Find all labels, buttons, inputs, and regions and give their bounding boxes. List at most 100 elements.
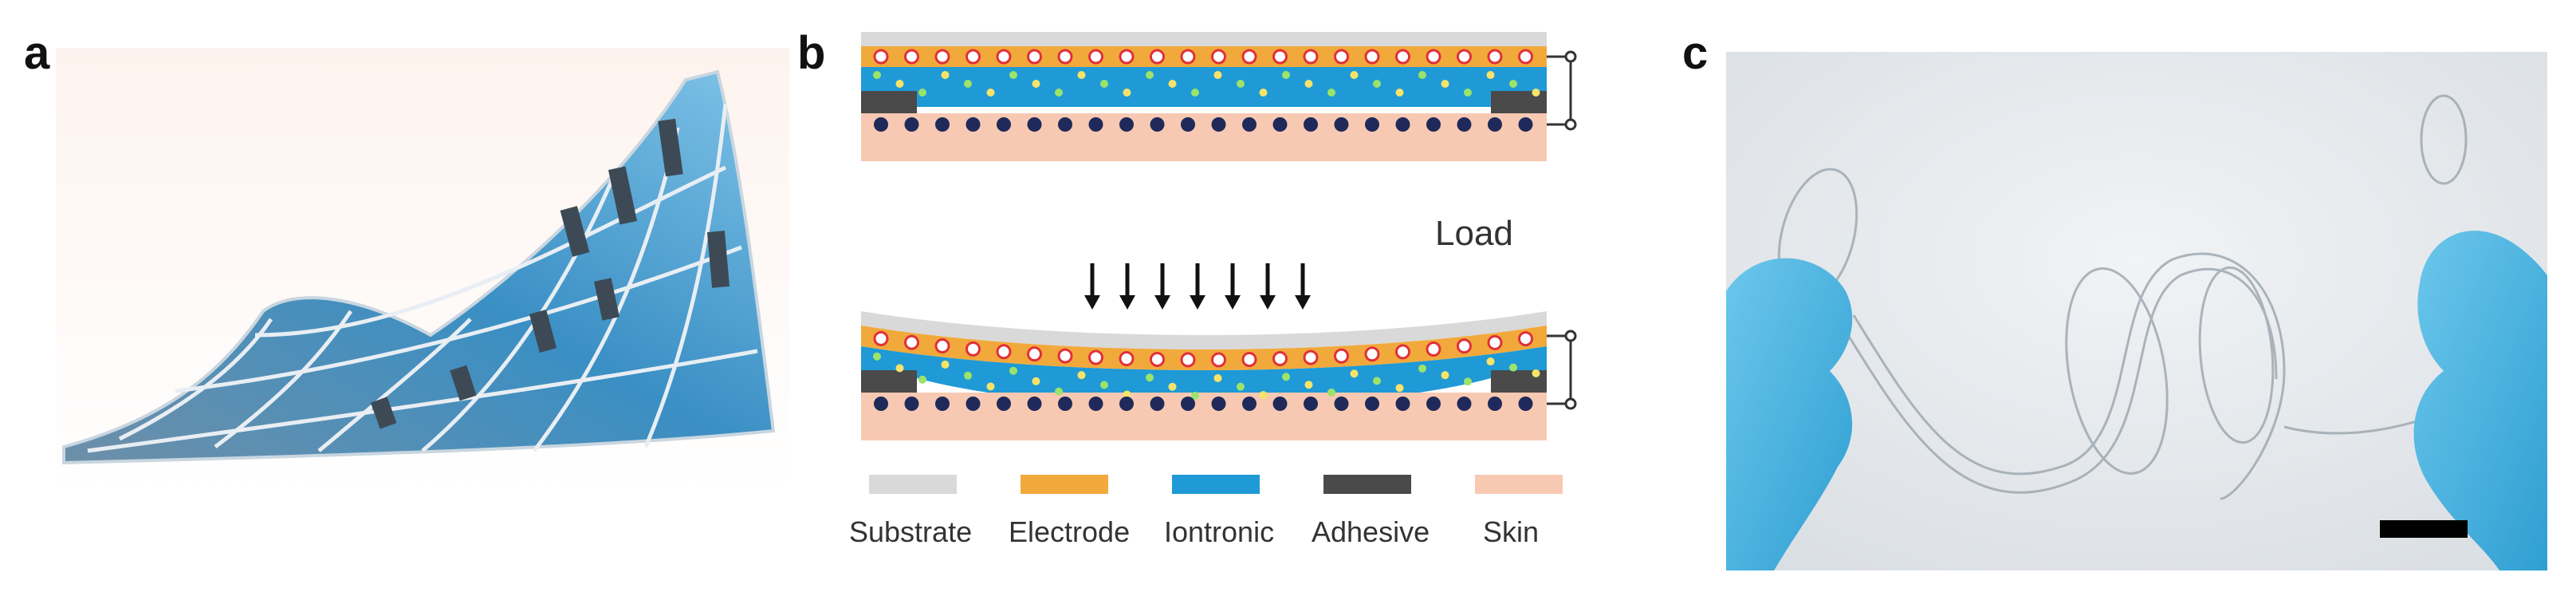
bottom-device-positive-ion [1180, 352, 1196, 368]
bottom-device-terminal-bottom [1564, 397, 1577, 410]
top-device-ion-particle [1441, 80, 1449, 88]
top-device-positive-ion [934, 49, 950, 65]
bottom-device-ion-particle [1509, 363, 1517, 372]
top-device-ion-particle [1418, 71, 1426, 79]
bottom-device-positive-ion [904, 334, 919, 350]
bottom-device-positive-ion [1211, 352, 1226, 368]
top-device-terminal-bottom [1564, 118, 1577, 131]
bottom-device-ion-particle [1077, 371, 1086, 380]
bottom-device-ion-particle [1032, 377, 1040, 385]
bottom-device-negative-ion [1334, 397, 1349, 411]
top-device-ion-particle [1055, 89, 1063, 97]
top-device-ion-particle [986, 89, 995, 97]
bottom-device-ion-particle [1100, 381, 1108, 389]
right-gloved-hand [2413, 231, 2547, 570]
bottom-device-positive-ion [1518, 331, 1533, 347]
bottom-device-negative-ion [935, 397, 950, 411]
top-device-ion-particle [1213, 71, 1222, 79]
sensor-cell-grid [87, 103, 758, 453]
bottom-device-ion-particle [1464, 377, 1472, 386]
bottom-device-negative-ion [874, 397, 888, 411]
left-gloved-hand [1726, 258, 1853, 570]
bottom-device-ion-particle [1009, 366, 1017, 375]
top-device-ion-particle [941, 71, 950, 79]
top-device-circuit-wire [1547, 55, 1572, 126]
bottom-device-skin-layer [861, 393, 1547, 440]
bottom-device-negative-ion [1150, 397, 1165, 411]
bottom-device-negative-ion [1027, 397, 1042, 411]
sensor-photo [1726, 52, 2547, 570]
bottom-device-positive-ion [1088, 349, 1103, 365]
legend-swatch-substrate [869, 475, 957, 494]
device-cross-section-diagram [861, 32, 1577, 494]
bottom-device-positive-ion [1303, 349, 1319, 365]
top-device-negative-ion [1088, 117, 1103, 132]
panel-label-c: c [1682, 27, 1709, 79]
bottom-device-negative-ion [1304, 397, 1318, 411]
legend-swatch-electrode [1021, 475, 1108, 494]
bottom-device-ion-particle [1237, 382, 1245, 391]
bottom-device-negative-ion [1181, 397, 1195, 411]
top-device-negative-ion [1058, 117, 1072, 132]
top-device-positive-ion [1487, 49, 1503, 65]
bottom-device-ion-particle [986, 382, 995, 391]
bottom-device-ion-particle [1395, 384, 1404, 393]
top-device-negative-ion [1150, 117, 1165, 132]
top-device-positive-ion [1150, 49, 1165, 65]
bottom-device-negative-ion [1272, 397, 1288, 411]
top-device-ion-particle [1350, 71, 1359, 79]
top-device-ion-particle [1077, 71, 1086, 79]
top-device-negative-ion [1365, 117, 1379, 132]
bottom-device-iontronic-layer [861, 346, 1547, 407]
bottom-device-ion-particle [941, 360, 950, 369]
bottom-device-negative-ion [1395, 397, 1410, 411]
top-device-negative-ion [1457, 117, 1472, 132]
top-device-ion-particle [1259, 89, 1268, 97]
top-device-ion-particle [1532, 89, 1540, 97]
top-device-ion-particle [1146, 71, 1154, 79]
top-device-positive-ion [1457, 49, 1472, 65]
top-device-positive-ion [1088, 49, 1103, 65]
bottom-device-negative-ion [1211, 397, 1226, 411]
bottom-device-ion-particle [1055, 387, 1063, 396]
top-device-negative-ion [1272, 117, 1288, 132]
top-device-ion-particle [1100, 80, 1108, 88]
top-device-negative-ion [966, 117, 981, 132]
top-device-negative-ion [935, 117, 950, 132]
top-device-ion-particle [918, 89, 926, 97]
top-device-skin-layer [861, 113, 1547, 161]
load-arrowhead [1190, 295, 1205, 310]
top-device-negative-ion [1395, 117, 1410, 132]
top-device-ion-particle [964, 80, 972, 88]
bottom-device-negative-ion [1242, 397, 1257, 411]
load-arrowhead [1225, 295, 1241, 310]
bottom-device-positive-ion [1426, 341, 1441, 357]
load-label: Load [1435, 214, 1513, 253]
bottom-device-positive-ion [1150, 351, 1165, 367]
bottom-device-adhesive-left [861, 370, 917, 393]
legend-label-skin: Skin [1483, 515, 1540, 548]
load-arrowhead [1260, 295, 1276, 310]
top-device-ion-particle [1395, 89, 1404, 97]
bottom-device-positive-ion [966, 341, 981, 357]
panel-label-b: b [797, 27, 826, 79]
top-device-ion-particle [873, 71, 881, 79]
bottom-device-positive-ion [873, 330, 889, 346]
top-device-positive-ion [1395, 49, 1410, 65]
scale-bar [2380, 520, 2468, 538]
top-device-positive-ion [1180, 49, 1196, 65]
bottom-device-substrate-layer [861, 311, 1547, 349]
top-device-positive-ion [1426, 49, 1441, 65]
bottom-device-negative-ion [904, 397, 919, 411]
top-device-ion-particle [1464, 89, 1472, 97]
legend-label-adhesive: Adhesive [1312, 515, 1430, 548]
bottom-device-positive-ion [1487, 334, 1503, 350]
bottom-device-ion-particle [1304, 381, 1313, 389]
top-device-ion-particle [1237, 80, 1245, 88]
bottom-device-ion-particle [918, 375, 926, 384]
bottom-device-negative-ion [966, 397, 981, 411]
top-device-negative-ion [1027, 117, 1042, 132]
flexible-sensor-sheet-illustration [56, 48, 789, 495]
bottom-device-negative-ion [1119, 397, 1134, 411]
bottom-device-ion-particle [1373, 377, 1381, 385]
